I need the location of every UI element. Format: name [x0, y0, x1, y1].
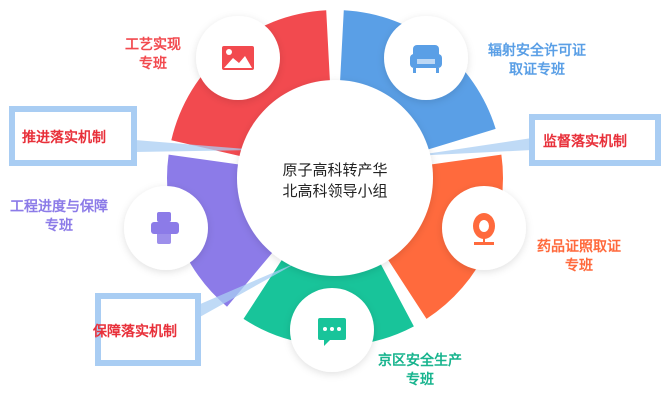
- printer-icon: [124, 186, 208, 270]
- label-line: 工艺实现: [125, 37, 181, 53]
- chat-icon: [290, 288, 374, 372]
- center-circle: [237, 80, 433, 276]
- label-line: 专班: [565, 258, 593, 274]
- label-line: 工程进度与保障: [10, 199, 108, 215]
- callout-promote: 推进落实机制: [22, 130, 106, 146]
- label-safety: 京区安全生产专班: [378, 352, 462, 390]
- label-line: 取证专班: [509, 62, 565, 78]
- label-line: 专班: [139, 56, 167, 72]
- image-icon: [196, 16, 280, 100]
- label-radiation: 辐射安全许可证取证专班: [488, 42, 586, 80]
- center-title-line1: 原子高科转产华: [282, 161, 388, 179]
- label-craft: 工艺实现专班: [125, 36, 181, 74]
- callout-box-promote: [9, 106, 137, 166]
- label-line: 辐射安全许可证: [488, 43, 586, 59]
- label-progress: 工程进度与保障专班: [10, 198, 108, 236]
- webcam-icon: [442, 186, 526, 270]
- callout-box-guarantee: [95, 293, 201, 366]
- callout-box-supervise: [529, 114, 661, 166]
- callout-pointer-guarantee: [198, 262, 298, 318]
- ring-segment-progress: [167, 154, 274, 307]
- callout-guarantee: 保障落实机制: [93, 324, 177, 340]
- label-drug: 药品证照取证专班: [537, 238, 621, 276]
- callout-pointer-promote: [135, 140, 258, 152]
- callout-supervise: 监督落实机制: [543, 134, 627, 150]
- callout-pointer-supervise: [412, 138, 532, 156]
- label-line: 专班: [406, 372, 434, 388]
- label-line: 专班: [45, 218, 73, 234]
- center-title: 原子高科转产华 北高科领导小组: [255, 160, 415, 202]
- label-line: 京区安全生产: [378, 353, 462, 369]
- label-line: 药品证照取证: [537, 239, 621, 255]
- center-title-line2: 北高科领导小组: [282, 182, 388, 200]
- sofa-icon: [384, 16, 468, 100]
